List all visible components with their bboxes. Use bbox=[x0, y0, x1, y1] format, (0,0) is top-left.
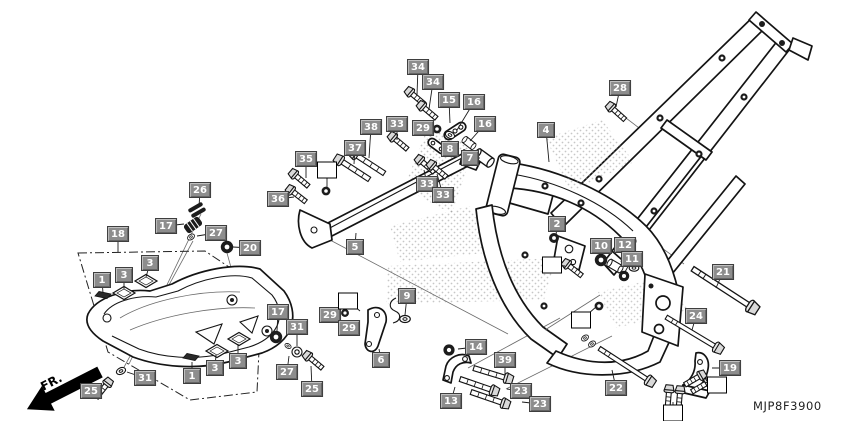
frame-drawing bbox=[475, 11, 813, 376]
skid-plate-drawing bbox=[86, 265, 294, 368]
diagram-code: MJP8F3900 bbox=[753, 399, 822, 413]
fr-arrow-icon bbox=[26, 366, 103, 411]
skid-plate-boundary-box bbox=[77, 250, 263, 401]
fastener-parts bbox=[91, 84, 762, 411]
fr-direction-arrow: FR. bbox=[26, 366, 103, 411]
